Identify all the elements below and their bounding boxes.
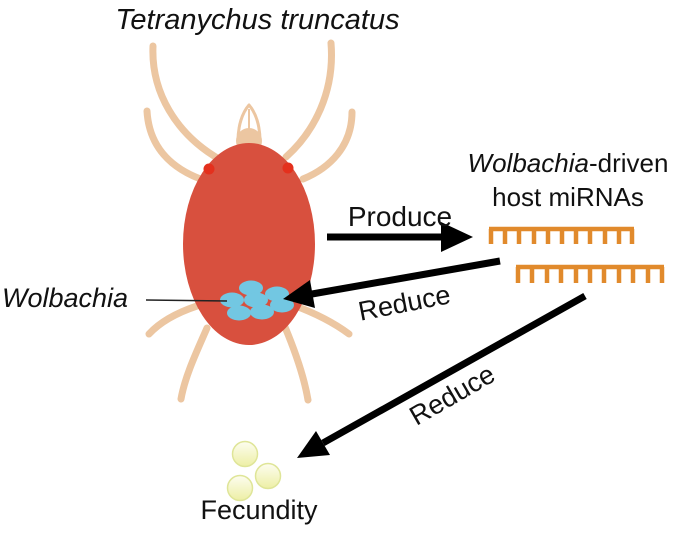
mite-leg-upper-left-1 — [149, 42, 223, 163]
reduce-fecundity-arrow-shaft — [321, 292, 587, 447]
reduce-fecundity-arrowhead-icon — [297, 431, 330, 458]
produce-arrow — [327, 222, 473, 252]
mite-eye-left — [203, 163, 215, 175]
wolbachia-cell — [270, 297, 294, 313]
reduce-mite-arrow — [283, 257, 501, 308]
mite-leg-lower-right-2 — [281, 323, 312, 404]
mirna-title-italic-part: Wolbachia — [467, 148, 589, 178]
wolbachia-cells — [220, 280, 294, 321]
mite-leg-upper-right-1 — [282, 39, 335, 161]
mirna-title-line1: Wolbachia-driven — [452, 146, 684, 180]
wolbachia-cell — [250, 304, 274, 320]
mite-leg-lower-left-1 — [145, 302, 201, 338]
wolbachia-cell — [239, 280, 263, 296]
mite-eye-right — [282, 162, 294, 174]
fecundity-label: Fecundity — [200, 495, 318, 525]
egg-icon — [231, 440, 259, 468]
reduce-mite-arrow-shaft — [311, 257, 501, 298]
mirna-title: Wolbachia-driven host miRNAs — [452, 146, 684, 214]
wolbachia-cell — [220, 292, 244, 308]
wolbachia-label: Wolbachia — [2, 283, 129, 313]
wolbachia-cell — [244, 292, 268, 308]
reduce-mite-arrowhead-icon — [283, 280, 315, 308]
mirna-strand-icon — [488, 226, 635, 244]
produce-arrowhead-icon — [441, 222, 473, 252]
mirna-strands — [488, 226, 665, 283]
wolbachia-cell — [227, 305, 251, 321]
figure-title: Tetranychus truncatus — [115, 4, 400, 36]
egg-icon — [254, 462, 282, 490]
mirna-title-rest-part: -driven — [588, 148, 669, 178]
produce-arrow-label: Produce — [347, 201, 453, 232]
egg-icon — [226, 474, 254, 502]
egg-cluster — [226, 440, 282, 502]
mite-leg-upper-right-2 — [299, 108, 356, 183]
wolbachia-leader-line — [145, 299, 228, 302]
mite-leg-lower-left-2 — [177, 324, 211, 403]
mirna-strand-icon — [515, 264, 665, 283]
mite-leg-upper-left-2 — [143, 107, 210, 185]
reduce-fecundity-arrow — [297, 292, 587, 458]
mirna-title-line2: host miRNAs — [492, 182, 644, 212]
